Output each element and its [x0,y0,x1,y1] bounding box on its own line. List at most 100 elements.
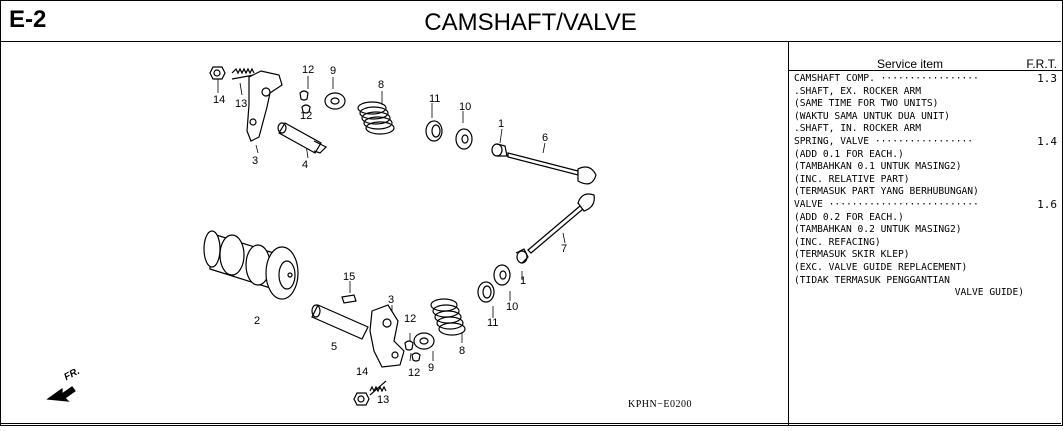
service-item-row: (EXC. VALVE GUIDE REPLACEMENT) [794,262,1059,275]
washer-icon [455,128,473,150]
callout-label: 9 [330,65,337,77]
washer-icon [493,264,511,286]
service-item-text: (SAME TIME FOR TWO UNITS) [794,98,939,110]
callout-label: 8 [378,79,385,91]
callout-label: 12 [302,64,315,76]
callout-label: 12 [300,110,313,122]
callout-label: 11 [429,93,441,105]
service-item-row: (WAKTU SAMA UNTUK DUA UNIT) [794,111,1059,124]
service-item-text: .SHAFT, IN. ROCKER ARM [794,123,922,135]
service-item-text: (INC. RELATIVE PART) [794,173,910,185]
frt-value: 1.3 [1037,72,1057,85]
service-item-text: VALVE ·························· [794,198,979,210]
service-item-text: (ADD 0.1 FOR EACH.) [794,148,904,160]
page-title: CAMSHAFT/VALVE [424,9,637,36]
valve-cotter-icon [404,340,421,362]
callout-label: 9 [428,362,435,374]
service-item-header: Service item [877,57,944,71]
callout-label: 4 [302,159,309,171]
exhaust-valve-icon [507,152,597,185]
page-header: E-2 CAMSHAFT/VALVE [0,0,1061,42]
callout-label: 12 [404,313,417,325]
service-item-text: (INC. REFACING) [794,236,881,248]
rocker-shaft-icon [277,122,328,154]
service-item-text: (TERMASUK SKIR KLEP) [794,249,910,261]
service-item-row: (ADD 0.2 FOR EACH.) [794,212,1059,225]
service-item-text: (EXC. VALVE GUIDE REPLACEMENT) [794,261,968,273]
service-item-row: (TIDAK TERMASUK PENGGANTIAN [794,275,1059,288]
service-item-text: (TAMBAHKAN 0.1 UNTUK MASING2) [794,161,962,173]
front-direction-arrow-icon [46,386,76,402]
nut-icon [353,392,370,406]
service-item-row: (SAME TIME FOR TWO UNITS) [794,98,1059,111]
service-item-text: .SHAFT, EX. ROCKER ARM [794,85,922,97]
spring-seat-icon [425,120,443,142]
callout-label: 1 [498,118,505,130]
service-item-text: (TIDAK TERMASUK PENGGANTIAN [794,274,950,286]
spring-seat-icon [477,281,495,303]
service-item-text: (TERMASUK PART YANG BERHUBUNGAN) [794,186,979,198]
callout-label: 6 [542,132,549,144]
service-item-row: (TAMBAHKAN 0.2 UNTUK MASING2) [794,224,1059,237]
callout-label: 14 [213,94,226,106]
service-item-row: (INC. RELATIVE PART) [794,174,1059,187]
callout-label: 13 [235,98,248,110]
frt-value: 1.6 [1037,197,1057,211]
callout-label: 11 [487,317,499,329]
rocker-shaft-icon [311,304,369,340]
callout-label: 10 [506,301,519,313]
rocker-arm-icon [246,70,283,142]
valve-stem-seal-icon [515,248,529,264]
callout-label: 15 [343,271,356,283]
callout-label: 12 [408,367,421,379]
service-table-header: Service item F.R.T. [789,42,1062,71]
service-item-row: (TERMASUK SKIR KLEP) [794,249,1059,262]
service-item-text: (TAMBAHKAN 0.2 UNTUK MASING2) [794,224,962,236]
adjust-screw-icon [369,380,387,396]
callout-label: 2 [254,315,261,327]
service-item-row: (INC. REFACING) [794,237,1059,250]
callout-label: 10 [459,101,472,113]
service-item-text: (ADD 0.2 FOR EACH.) [794,211,904,223]
valve-spring-icon [357,101,395,135]
bottom-border [0,423,1061,424]
callout-label: 1 [520,275,527,287]
service-item-text: VALVE GUIDE) [954,287,1024,299]
service-item-row: CAMSHAFT COMP. ················· 1.3 [794,72,1059,86]
callout-label: 14 [356,366,369,378]
intake-valve-icon [527,193,595,254]
service-item-row: SPRING, VALVE ················· 1.4 [794,134,1059,149]
service-item-row: (ADD 0.1 FOR EACH.) [794,149,1059,162]
spring-retainer-icon [324,92,346,110]
service-item-text: CAMSHAFT COMP. ················· [794,73,979,84]
callout-label: 8 [459,345,466,357]
callout-label: 7 [561,243,568,255]
valve-spring-icon [430,298,466,336]
service-item-row: (TERMASUK PART YANG BERHUBUNGAN) [794,186,1059,199]
nut-icon [209,66,226,80]
service-item-row: VALVE ·························· 1.6 [794,197,1059,212]
frt-value: 1.4 [1037,134,1057,148]
service-item-list: CAMSHAFT COMP. ················· 1.3 .SHAF… [794,72,1059,300]
exploded-parts-diagram: 14 13 12 12 9 8 11 10 1 6 3 4 2 15 5 3 1… [0,43,788,426]
service-item-row: .SHAFT, EX. ROCKER ARM [794,86,1059,99]
service-item-text: (WAKTU SAMA UNTUK DUA UNIT) [794,110,950,122]
camshaft-icon [203,230,299,300]
service-table: Service item F.R.T. CAMSHAFT COMP. ·····… [789,42,1062,426]
callout-label: 5 [331,341,338,353]
figure-code: KPHN−E0200 [628,399,692,410]
service-item-row: .SHAFT, IN. ROCKER ARM [794,123,1059,136]
column-divider [788,42,789,426]
callout-label: 13 [377,394,390,406]
service-item-row: VALVE GUIDE) [794,287,1059,300]
valve-stem-seal-icon [491,143,508,157]
callout-label: 3 [388,294,395,306]
service-item-row: (TAMBAHKAN 0.1 UNTUK MASING2) [794,161,1059,174]
valve-cotter-icon [299,90,311,114]
spring-retainer-icon [413,332,435,350]
frt-header: F.R.T. [1026,57,1057,71]
service-item-text: SPRING, VALVE ················· [794,135,974,147]
callout-label: 3 [252,155,259,167]
rocker-arm-icon [369,304,405,368]
section-code: E-2 [9,6,47,33]
